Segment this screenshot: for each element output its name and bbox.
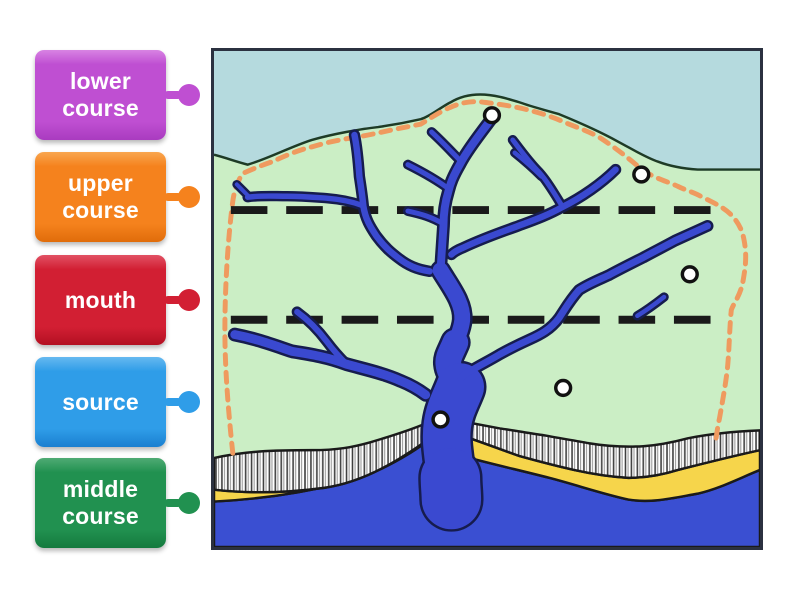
answer-target-marker[interactable] (554, 378, 573, 398)
tributary (405, 162, 452, 192)
connector-stem (164, 398, 182, 406)
connector-dot-icon (178, 492, 200, 514)
answer-target-marker[interactable] (632, 165, 651, 184)
label-text: upper course (62, 170, 139, 223)
connector-dot-icon (178, 289, 200, 311)
label-text: source (62, 388, 139, 415)
river-basin-diagram (211, 48, 763, 550)
connector-stem (164, 499, 182, 507)
tributary (635, 294, 667, 319)
tributary (429, 129, 464, 165)
label-chip-lower-course[interactable]: lower course (35, 50, 200, 140)
connector-dot-icon (178, 84, 200, 106)
tributary (234, 182, 252, 200)
label-text: mouth (64, 286, 137, 313)
connector-dot-icon (178, 391, 200, 413)
tributary (405, 208, 446, 227)
watershed-dashed-line (222, 99, 749, 456)
river-network (230, 114, 712, 530)
answer-markers (431, 106, 699, 429)
river-estuary (420, 448, 482, 530)
tributary (294, 308, 350, 368)
tributary (244, 193, 365, 208)
connector-stem (164, 296, 182, 304)
tributary (351, 131, 433, 275)
label-text: middle course (62, 476, 139, 529)
connector-dot-icon (178, 186, 200, 208)
answer-target-marker[interactable] (482, 106, 502, 125)
label-chip-mouth[interactable]: mouth (35, 255, 200, 345)
hill-crest-line (214, 93, 760, 171)
label-chip-upper-course[interactable]: upper course (35, 152, 200, 242)
tributary (448, 166, 619, 258)
answer-target-marker[interactable] (431, 410, 450, 429)
connector-stem (164, 193, 182, 201)
river-basin-illustration (214, 51, 760, 547)
connector-stem (164, 91, 182, 99)
label-text: lower course (62, 68, 139, 121)
tributary (512, 150, 544, 179)
label-chip-source[interactable]: source (35, 357, 200, 447)
answer-target-marker[interactable] (680, 265, 699, 284)
label-chip-middle-course[interactable]: middle course (35, 458, 200, 548)
tributary (457, 222, 712, 382)
